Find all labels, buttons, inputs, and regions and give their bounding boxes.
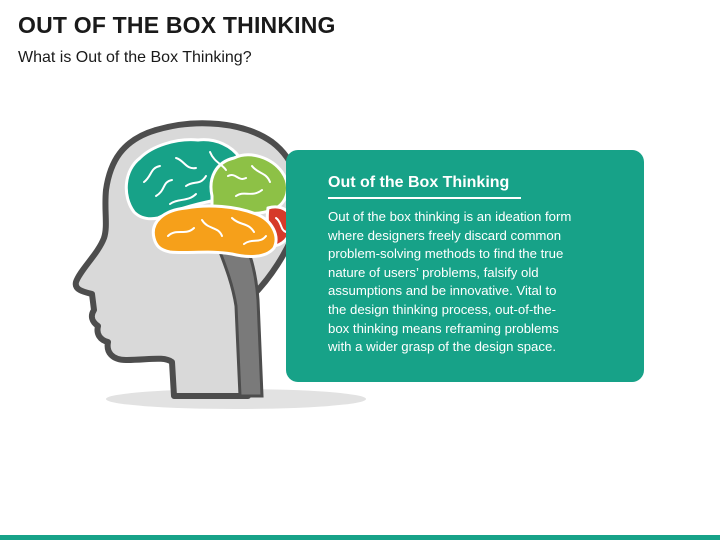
card-body-line: assumptions and be innovative. Vital to: [328, 283, 557, 299]
brain-lobe-green: [209, 153, 289, 215]
card-body-line: nature of users’ problems, falsify old: [328, 264, 539, 280]
card-body-line: with a wider grasp of the design space.: [328, 339, 556, 355]
card-body: Out of the box thinking is an ideation f…: [328, 208, 628, 357]
card-heading-underline: [328, 197, 521, 199]
brain-folds: [143, 151, 287, 245]
definition-card: Out of the Box Thinking Out of the box t…: [286, 150, 644, 382]
card-body-line: the design thinking process, out-of-the-: [328, 301, 556, 317]
card-body-line: where designers freely discard common: [328, 227, 562, 243]
card-body-line: box thinking means reframing problems: [328, 320, 559, 336]
card-heading: Out of the Box Thinking: [328, 174, 510, 191]
brain-lobe-orange: [151, 204, 278, 258]
slide-title: OUT OF THE BOX THINKING: [18, 12, 336, 38]
card-body-line: Out of the box thinking is an ideation f…: [328, 209, 572, 224]
card-body-line: problem-solving methods to find the true: [328, 246, 564, 262]
bottom-accent-bar: [0, 535, 720, 540]
slide-subtitle: What is Out of the Box Thinking?: [18, 49, 252, 66]
